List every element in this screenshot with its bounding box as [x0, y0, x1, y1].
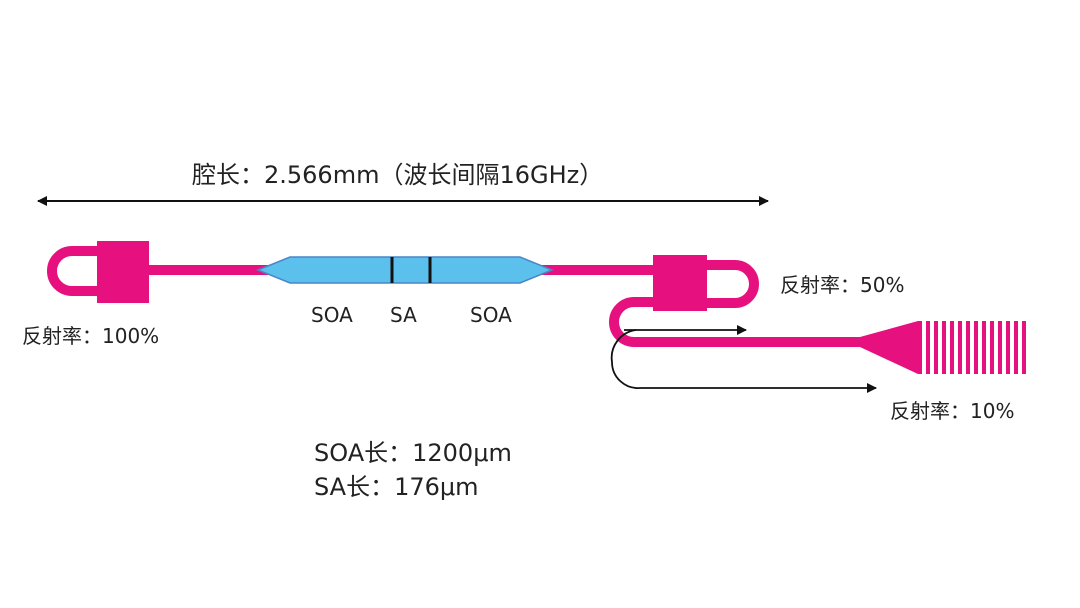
- sa-length-label: SA长：176μm: [314, 473, 479, 501]
- sa-label: SA: [390, 303, 417, 327]
- right-reflector-block: [653, 255, 707, 311]
- soa-left-label: SOA: [311, 303, 353, 327]
- reflectivity-out-label: 反射率：10%: [890, 399, 1015, 423]
- cavity-length-label: 腔长：2.566mm（波长间隔16GHz）: [192, 161, 604, 189]
- grating-taper: [860, 321, 918, 374]
- output-grating: [918, 321, 1026, 374]
- left-reflector-block: [97, 241, 149, 303]
- grating-tooth: [982, 321, 986, 374]
- propagation-arrow-lower: [610, 329, 877, 393]
- soa-right-label: SOA: [470, 303, 512, 327]
- grating-tooth: [1022, 321, 1026, 374]
- grating-tooth: [966, 321, 970, 374]
- reflectivity-left-label: 反射率：100%: [22, 324, 160, 348]
- grating-tooth: [950, 321, 954, 374]
- grating-tooth: [926, 321, 930, 374]
- grating-tooth: [918, 321, 922, 374]
- output-waveguide: [609, 297, 862, 347]
- right-loop-mirror: [706, 260, 759, 308]
- grating-tooth: [998, 321, 1002, 374]
- grating-tooth: [990, 321, 994, 374]
- grating-tooth: [942, 321, 946, 374]
- grating-tooth: [958, 321, 962, 374]
- reflectivity-mid-label: 反射率：50%: [780, 273, 905, 297]
- soa-length-label: SOA长：1200μm: [314, 439, 512, 467]
- soa-sa-section: [256, 256, 554, 284]
- grating-tooth: [974, 321, 978, 374]
- grating-tooth: [1006, 321, 1010, 374]
- grating-tooth: [934, 321, 938, 374]
- left-loop-mirror: [47, 246, 98, 296]
- grating-tooth: [1014, 321, 1018, 374]
